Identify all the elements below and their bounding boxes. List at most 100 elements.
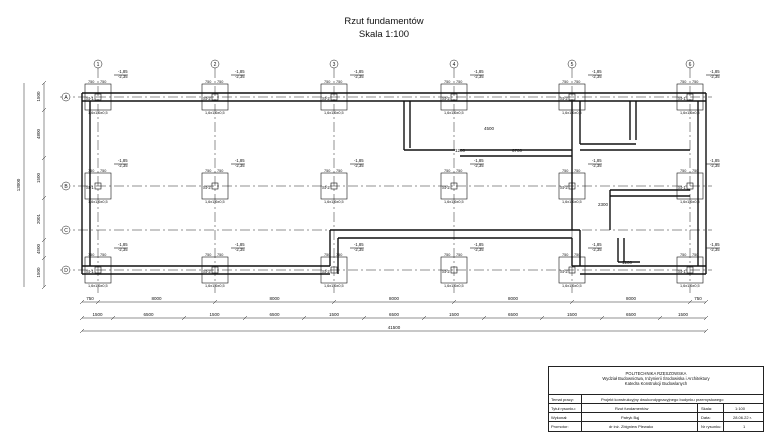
axis-bubble bbox=[61, 181, 71, 191]
footing bbox=[320, 256, 348, 284]
footing-dim: 750 bbox=[692, 169, 698, 173]
dim-tick bbox=[41, 107, 47, 113]
span-dim: 1500 bbox=[567, 312, 578, 317]
axis-bubble bbox=[210, 59, 220, 69]
vertical-total: 13000 bbox=[16, 178, 21, 191]
elevation-bottom: -2,35 bbox=[592, 74, 602, 79]
inner-dim: 6700 bbox=[512, 148, 523, 153]
dim-tick bbox=[41, 255, 47, 261]
dim-tick bbox=[79, 328, 85, 334]
axis-bubble bbox=[449, 59, 459, 69]
elevation-top: -1,85 bbox=[354, 242, 364, 247]
dim-tick bbox=[212, 299, 218, 305]
dim-tick bbox=[41, 195, 47, 201]
footing-label: St-2 bbox=[203, 185, 211, 190]
drawing-scale: Skala 1:100 bbox=[358, 29, 410, 40]
faculty-name: Wydział Budownictwa, Inżynierii Środowis… bbox=[602, 376, 710, 382]
span-dim: 8000 bbox=[269, 296, 280, 301]
dim-tick bbox=[481, 315, 487, 321]
elevation-top: -1,85 bbox=[592, 158, 602, 163]
footing-label: St-2 bbox=[560, 96, 568, 101]
dim-tick bbox=[331, 299, 337, 305]
column bbox=[568, 182, 576, 190]
title-block-row: Wykonał: Patryk Bąj Data: 28.06.22 r. bbox=[549, 413, 763, 422]
elevation-bottom: -2,35 bbox=[354, 247, 364, 252]
elevation-bottom: -2,35 bbox=[710, 247, 720, 252]
footing-dim: 750 bbox=[562, 253, 568, 257]
column bbox=[450, 182, 458, 190]
elevation-bottom: -2,35 bbox=[474, 163, 484, 168]
span-dim: 1500 bbox=[678, 312, 689, 317]
footing-dim: 750 bbox=[217, 169, 223, 173]
span-dim: 6500 bbox=[389, 312, 400, 317]
footing-dim: 750 bbox=[88, 253, 94, 257]
footing-size: 1,6x1,6x0,5 bbox=[562, 200, 582, 204]
span-dim: 1500 bbox=[92, 312, 103, 317]
footing-dim: 750 bbox=[456, 253, 462, 257]
span-dim: 750 bbox=[694, 296, 702, 301]
axis-label: A bbox=[64, 95, 68, 101]
footing-dim: 750 bbox=[456, 80, 462, 84]
footing-dim: 750 bbox=[217, 253, 223, 257]
footing-dim: 750 bbox=[680, 80, 686, 84]
footing bbox=[320, 172, 348, 200]
footing-size: 1,6x1,6x0,5 bbox=[562, 284, 582, 288]
dim-tick bbox=[687, 299, 693, 305]
axis-label: 5 bbox=[571, 62, 574, 68]
footing-dim: 750 bbox=[444, 253, 450, 257]
footing-size: 1,6x1,6x0,5 bbox=[88, 111, 108, 115]
elevation-bottom: -2,35 bbox=[118, 74, 128, 79]
footing-label: St-2 bbox=[442, 96, 450, 101]
elevation-bottom: -2,35 bbox=[592, 163, 602, 168]
footing-label: St-1 bbox=[678, 185, 686, 190]
axis-label: 3 bbox=[333, 62, 336, 68]
footing bbox=[676, 256, 704, 284]
axis-label: 6 bbox=[689, 62, 692, 68]
footing bbox=[84, 172, 112, 200]
span-dim: 6500 bbox=[508, 312, 519, 317]
footing bbox=[676, 172, 704, 200]
elevation-top: -1,85 bbox=[118, 158, 128, 163]
department-name: Katedra Konstrukcji Budowlanych bbox=[624, 381, 688, 387]
footing-dim: 750 bbox=[324, 253, 330, 257]
footing-dim: 750 bbox=[205, 253, 211, 257]
dim-tick bbox=[539, 315, 545, 321]
span-dim: 8000 bbox=[626, 296, 637, 301]
footing-dim: 750 bbox=[88, 169, 94, 173]
footing-size: 1,6x1,6x0,5 bbox=[680, 200, 700, 204]
elevation-bottom: -2,35 bbox=[235, 247, 245, 252]
footing-label: St-2 bbox=[560, 185, 568, 190]
vertical-dim: 1500 bbox=[36, 172, 41, 183]
dim-tick bbox=[41, 80, 47, 86]
elevation-top: -1,85 bbox=[354, 158, 364, 163]
footing-dim: 750 bbox=[680, 169, 686, 173]
span-dim: 1500 bbox=[449, 312, 460, 317]
footing-size: 1,6x1,6x0,5 bbox=[205, 284, 225, 288]
footing-dim: 750 bbox=[574, 253, 580, 257]
axis-bubble bbox=[93, 59, 103, 69]
axis-label: D bbox=[64, 268, 68, 274]
footing-size: 1,6x1,6x0,5 bbox=[324, 111, 344, 115]
footing-dim: 750 bbox=[574, 169, 580, 173]
elevation-bottom: -2,35 bbox=[354, 74, 364, 79]
footing-label: St-1 bbox=[86, 185, 94, 190]
column bbox=[686, 266, 694, 274]
column bbox=[330, 93, 338, 101]
footing bbox=[558, 172, 586, 200]
axis-bubble bbox=[61, 225, 71, 235]
footing-dim: 750 bbox=[88, 80, 94, 84]
dim-tick bbox=[703, 299, 709, 305]
inner-dim: 2300 bbox=[598, 202, 609, 207]
dim-tick bbox=[703, 328, 709, 334]
elevation-top: -1,85 bbox=[235, 158, 245, 163]
total-dim: 41500 bbox=[388, 325, 401, 330]
elevation-top: -1,85 bbox=[354, 69, 364, 74]
dim-tick bbox=[79, 315, 85, 321]
span-dim: 6500 bbox=[626, 312, 637, 317]
elevation-top: -1,85 bbox=[118, 69, 128, 74]
column bbox=[330, 266, 338, 274]
drawing-title: Rzut fundamentów bbox=[344, 16, 424, 27]
footing-label: St-1 bbox=[678, 96, 686, 101]
footing-size: 1,6x1,6x0,5 bbox=[205, 111, 225, 115]
